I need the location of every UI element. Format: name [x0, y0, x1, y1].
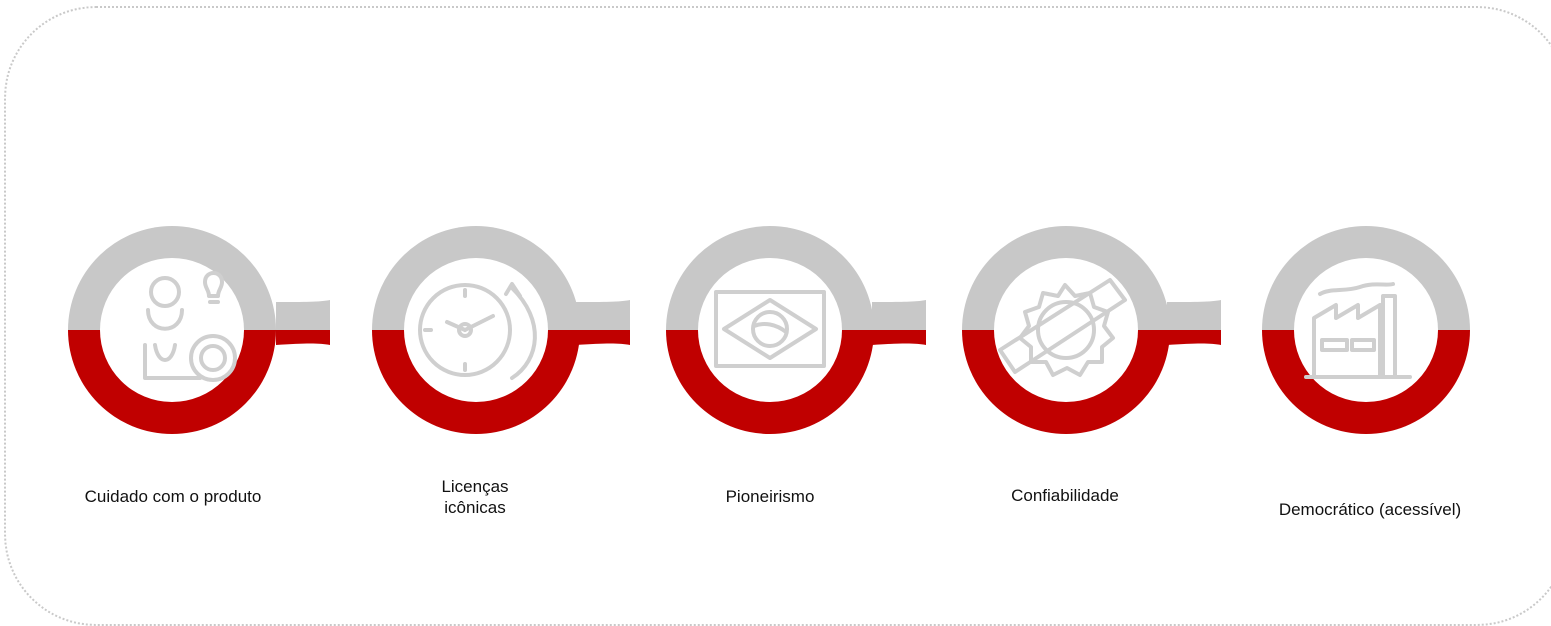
step-3-label: Pioneirismo	[725, 487, 815, 506]
step-5-label: Democrático (acessível)	[1278, 500, 1462, 519]
exclusive-seal-icon	[998, 278, 1127, 377]
connectors-top	[276, 300, 1221, 330]
connectors-bottom	[276, 330, 1221, 345]
clock-refresh-icon	[418, 282, 537, 380]
step-4-label: Confiabilidade	[1011, 486, 1119, 505]
brazil-flag-icon	[714, 290, 826, 368]
icons-layer	[143, 271, 1412, 382]
ring-inner-disk	[1294, 258, 1438, 402]
factory-icon	[1304, 282, 1412, 379]
ring-inner-disk	[994, 258, 1138, 402]
craftsman-with-gear-icon	[143, 271, 237, 382]
step-1-label: Cuidado com o produto	[84, 487, 262, 506]
